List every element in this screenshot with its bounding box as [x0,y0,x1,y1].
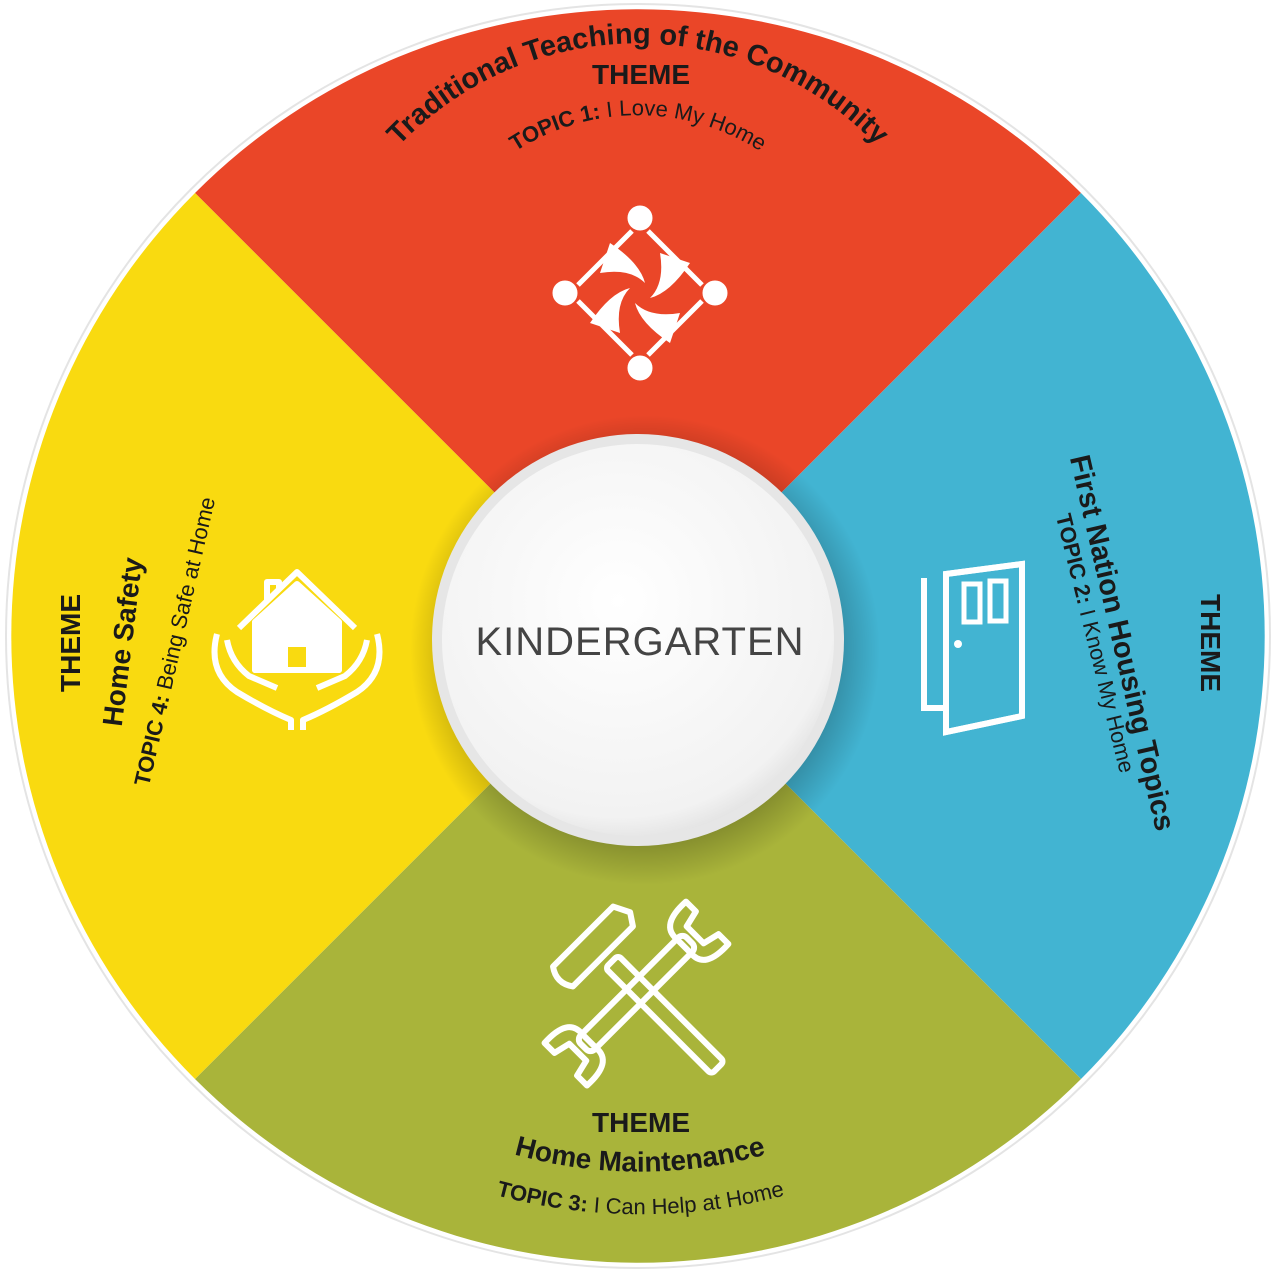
center-label: KINDERGARTEN [475,620,804,664]
community-circle-icon [552,205,728,381]
left-theme-heading: THEME [55,594,86,692]
segment-right[interactable] [638,193,1265,1079]
hammer-wrench-icon [541,898,732,1089]
top-theme-heading: THEME [592,59,690,90]
hub-face[interactable] [442,444,834,836]
segment-top[interactable] [195,9,1081,637]
bottom-theme-heading: THEME [592,1107,690,1138]
open-door-icon [921,560,1025,736]
segment-bottom[interactable] [195,636,1081,1263]
right-theme-heading: THEME [1195,594,1226,692]
house-in-hands-icon [211,569,383,730]
